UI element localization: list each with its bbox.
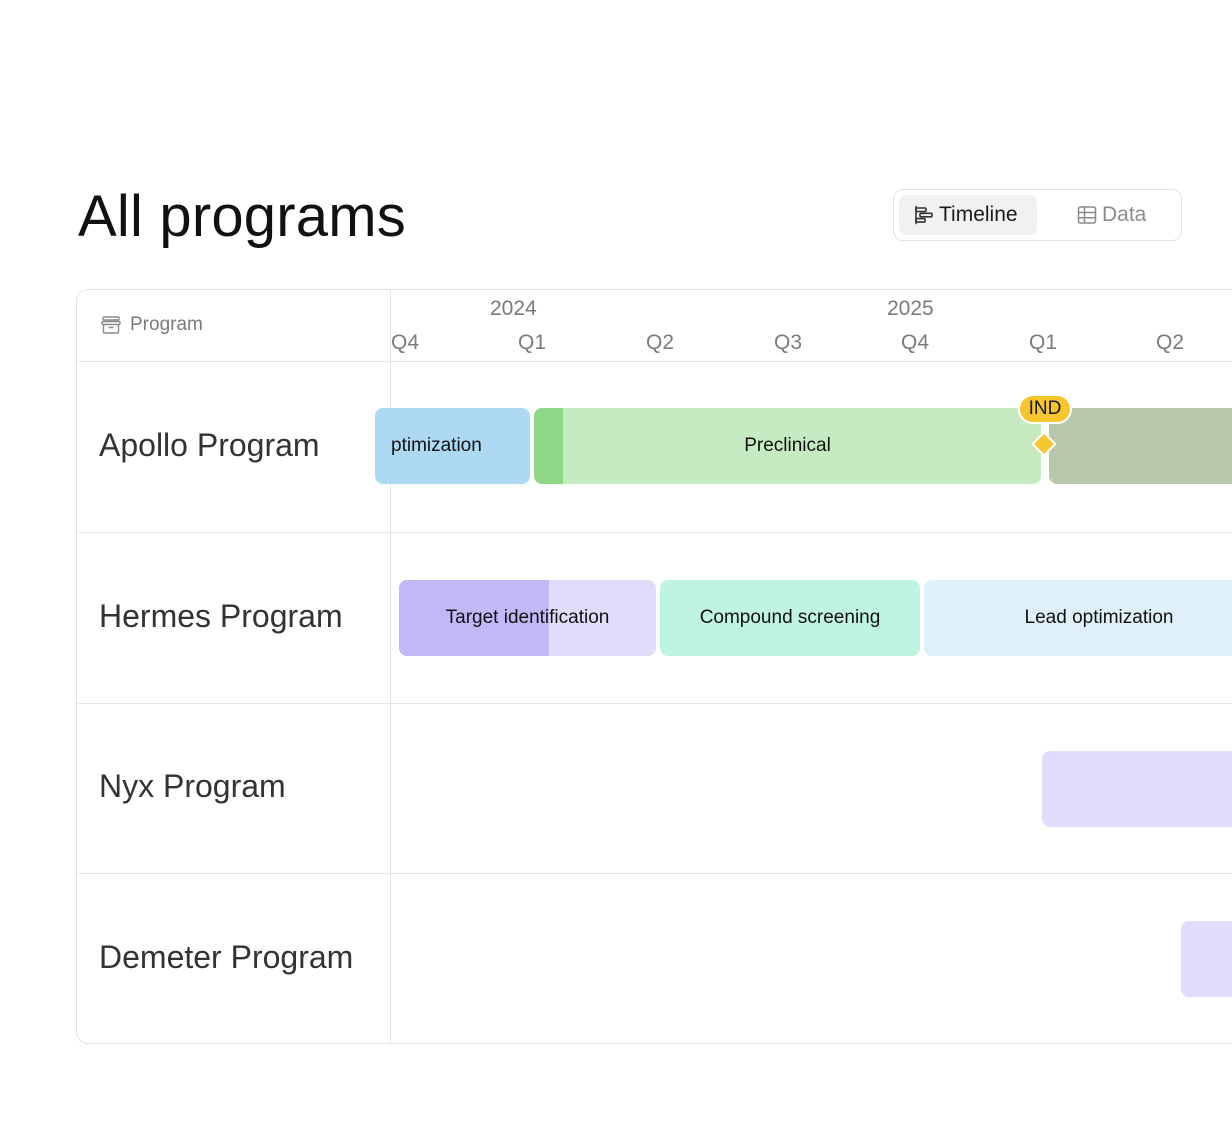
quarter-label: Q1 bbox=[518, 331, 547, 354]
program-name[interactable]: Nyx Program bbox=[99, 768, 286, 804]
phase-bar[interactable] bbox=[1049, 408, 1232, 484]
quarter-label: Q4 bbox=[901, 331, 930, 354]
table-grid-icon bbox=[1077, 206, 1097, 224]
quarter-label: Q2 bbox=[1156, 331, 1185, 354]
data-view-button[interactable]: Data bbox=[1074, 195, 1174, 235]
phase-bar[interactable]: Target identification bbox=[399, 580, 656, 656]
page-title: All programs bbox=[78, 184, 406, 249]
phase-label: ptimization bbox=[391, 435, 482, 456]
program-timeline-grid: Program 2024 2025 Q4 Q1 Q2 Q3 Q4 Q1 Q2 A… bbox=[76, 289, 1232, 1044]
row-divider bbox=[77, 873, 1232, 874]
timeline-view-button[interactable]: Timeline bbox=[899, 195, 1037, 235]
view-toggle: Timeline Data bbox=[893, 189, 1182, 241]
program-column-header[interactable]: Program bbox=[100, 314, 203, 336]
year-label: 2025 bbox=[887, 297, 934, 320]
phase-bar[interactable] bbox=[1042, 751, 1232, 827]
quarter-label: Q1 bbox=[1029, 331, 1058, 354]
program-name[interactable]: Apollo Program bbox=[99, 427, 320, 463]
phase-bar[interactable]: Lead optimization bbox=[924, 580, 1232, 656]
column-divider bbox=[390, 290, 391, 1043]
quarter-label: Q4 bbox=[391, 331, 420, 354]
quarter-label: Q3 bbox=[774, 331, 803, 354]
phase-progress-fill bbox=[399, 580, 549, 656]
quarter-label: Q2 bbox=[646, 331, 675, 354]
phase-label: Compound screening bbox=[699, 607, 881, 628]
row-divider bbox=[77, 532, 1232, 533]
phase-progress-fill bbox=[534, 408, 563, 484]
program-name[interactable]: Hermes Program bbox=[99, 598, 343, 634]
phase-bar[interactable]: Compound screening bbox=[660, 580, 920, 656]
phase-bar[interactable]: ptimization bbox=[375, 408, 530, 484]
phase-label: Target identification bbox=[445, 607, 610, 628]
header-divider bbox=[77, 361, 1232, 362]
phase-bar[interactable] bbox=[1181, 921, 1232, 997]
data-view-label: Data bbox=[1102, 203, 1147, 226]
year-label: 2024 bbox=[490, 297, 537, 320]
timeline-icon bbox=[915, 205, 933, 225]
phase-label: Lead optimization bbox=[1024, 607, 1174, 628]
program-name[interactable]: Demeter Program bbox=[99, 939, 354, 975]
program-column-label: Program bbox=[130, 314, 203, 335]
timeline-view-label: Timeline bbox=[939, 203, 1018, 226]
archive-box-icon bbox=[101, 316, 121, 334]
phase-label: Preclinical bbox=[744, 435, 831, 456]
milestone-badge[interactable]: IND bbox=[1018, 394, 1072, 424]
phase-bar[interactable]: Preclinical bbox=[534, 408, 1041, 484]
milestone-label: IND bbox=[1028, 398, 1062, 419]
row-divider bbox=[77, 703, 1232, 704]
